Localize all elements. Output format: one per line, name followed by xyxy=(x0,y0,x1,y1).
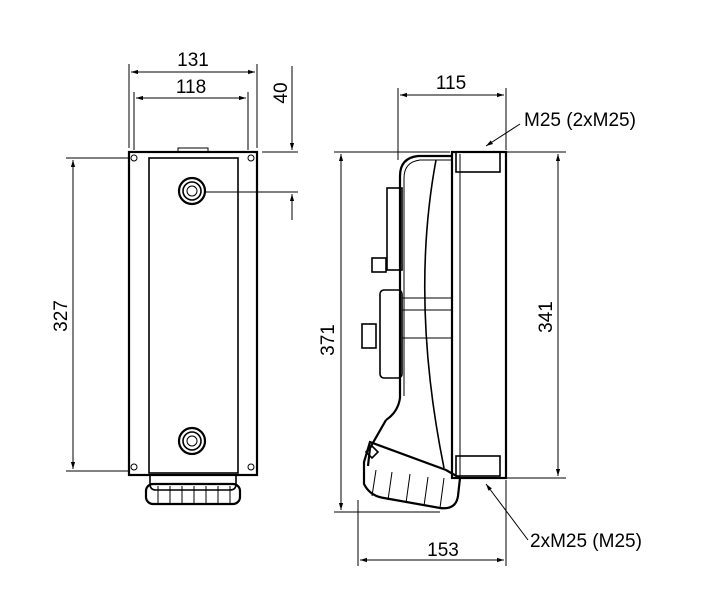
dim-label-341: 341 xyxy=(536,301,557,333)
dim-label-327: 327 xyxy=(51,300,72,332)
corner-hole-icon xyxy=(130,154,138,162)
side-lock-button-icon xyxy=(361,323,377,349)
side-top-gland xyxy=(455,151,501,173)
corner-hole-icon xyxy=(130,463,138,471)
front-bottom-connector xyxy=(144,476,242,506)
label-entry-bottom: 2xM25 (M25) xyxy=(530,531,642,552)
side-body-outline xyxy=(385,154,452,421)
dim-label-371: 371 xyxy=(318,324,339,356)
label-entry-top: M25 (2xM25) xyxy=(524,110,636,131)
corner-hole-icon xyxy=(247,463,255,471)
side-dimensions: 115 153 371 341 M25 (2xM25) 2xM25 (M25) xyxy=(318,73,642,566)
side-angled-socket xyxy=(362,419,462,510)
dim-label-153: 153 xyxy=(427,540,459,561)
side-knob-icon xyxy=(371,257,387,273)
dim-label-115: 115 xyxy=(436,73,466,94)
bottom-screw-icon xyxy=(177,426,207,456)
leader-top-entry xyxy=(485,123,521,147)
dim-label-131: 131 xyxy=(177,50,209,71)
side-lock-block xyxy=(379,289,403,379)
front-dimensions: 131 118 40 327 xyxy=(51,50,298,472)
side-hinge-block xyxy=(386,187,403,271)
side-view xyxy=(361,150,508,510)
top-screw-icon xyxy=(177,176,207,206)
front-view xyxy=(127,147,259,506)
leader-bottom-entry xyxy=(485,483,529,541)
corner-hole-icon xyxy=(247,154,255,162)
front-top-tab xyxy=(177,147,209,153)
dim-label-118: 118 xyxy=(176,77,206,98)
dim-label-40: 40 xyxy=(271,82,292,103)
side-bottom-gland xyxy=(455,455,501,477)
front-inner-panel xyxy=(148,157,239,474)
